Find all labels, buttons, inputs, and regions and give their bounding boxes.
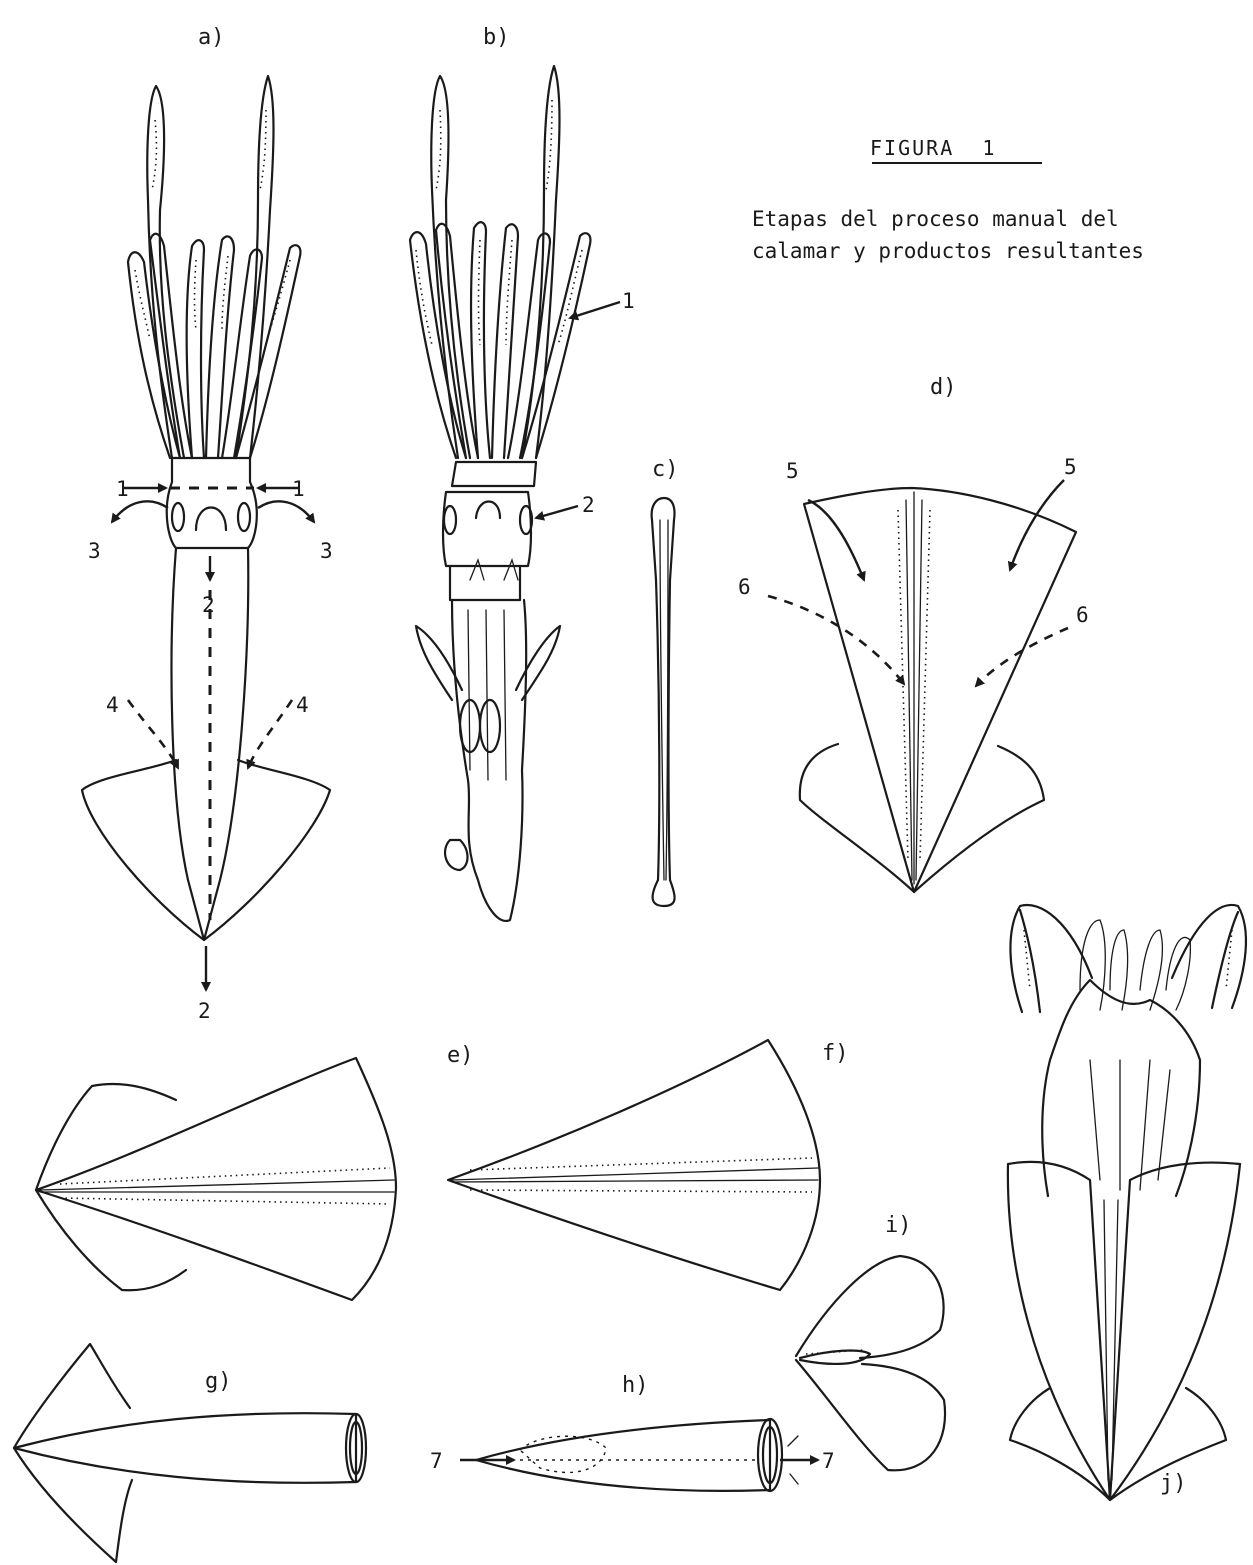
figure-title: FIGURA 1 [870, 136, 996, 160]
panel-label-i: i) [885, 1213, 912, 1238]
caption-line-2: calamar y productos resultantes [752, 239, 1144, 263]
panel-label-a: a) [198, 25, 225, 50]
mantle-without-fins-drawing [448, 1040, 820, 1290]
marker-6-left: 6 [738, 575, 751, 599]
marker-2-head: 2 [582, 493, 595, 517]
opened-mantle-markers: 5 5 6 6 [738, 455, 1089, 627]
cleaned-squid-drawing [1008, 905, 1246, 1500]
panel-label-c: c) [652, 457, 679, 482]
marker-2-top: 2 [202, 593, 215, 617]
marker-4-left: 4 [106, 693, 119, 717]
gladius-drawing [652, 498, 675, 906]
marker-3-right: 3 [320, 539, 333, 563]
caption-line-1: Etapas del proceso manual del [752, 207, 1119, 231]
panel-label-f: f) [822, 1041, 849, 1066]
panel-label-h: h) [622, 1373, 649, 1398]
panel-label-j: j) [1160, 1471, 1187, 1496]
panel-label-b: b) [483, 25, 510, 50]
tube-cleaning-drawing [460, 1419, 818, 1491]
marker-3-left: 3 [88, 539, 101, 563]
figure-caption: FIGURA 1 Etapas del proceso manual del c… [752, 136, 1144, 263]
marker-5-left: 5 [786, 459, 799, 483]
marker-7-right: 7 [822, 1449, 835, 1473]
marker-2-bottom: 2 [198, 999, 211, 1023]
marker-4-right: 4 [296, 693, 309, 717]
mantle-with-fins-drawing [36, 1058, 396, 1300]
marker-1-head: 1 [622, 289, 635, 313]
opened-mantle-drawing [768, 480, 1076, 892]
squid-whole-drawing [82, 76, 330, 990]
marker-5-right: 5 [1064, 455, 1077, 479]
marker-1-left: 1 [116, 477, 129, 501]
tube-with-fins-drawing [14, 1344, 366, 1562]
panel-label-e: e) [447, 1043, 474, 1068]
marker-6-right: 6 [1076, 603, 1089, 627]
fins-drawing [796, 1256, 945, 1470]
marker-7-left: 7 [430, 1449, 443, 1473]
marker-1-right: 1 [292, 477, 305, 501]
squid-head-markers: 1 2 [582, 289, 635, 517]
panel-label-d: d) [930, 375, 957, 400]
panel-label-g: g) [205, 1369, 232, 1394]
